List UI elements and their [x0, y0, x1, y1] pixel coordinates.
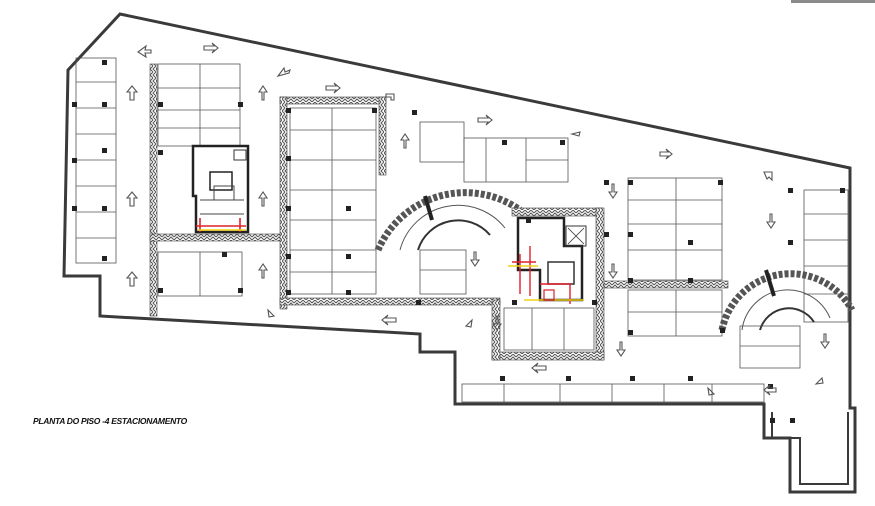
ramp-icon [718, 269, 856, 369]
hatched-wall [603, 280, 729, 289]
arrow-icon [125, 42, 831, 396]
plan-caption: PLANTA DO PISO -4 ESTACIONAMENTO [33, 416, 187, 426]
corner-bar [791, 0, 875, 3]
annex-wall [771, 412, 849, 485]
parking-block-b [289, 107, 377, 295]
hatched-wall [149, 233, 283, 242]
parking-block-d [503, 307, 595, 351]
parking-block-c [419, 121, 569, 183]
hatched-wall [149, 63, 158, 317]
column-icon [72, 60, 845, 423]
outer-wall [62, 12, 857, 494]
ramp-icon [374, 189, 523, 295]
stairwell-icon [191, 144, 250, 234]
parking-stalls-left [75, 57, 117, 264]
parking-block-e [461, 177, 849, 403]
central-ramp-ring [279, 96, 501, 310]
stairwell-icon [491, 207, 605, 361]
